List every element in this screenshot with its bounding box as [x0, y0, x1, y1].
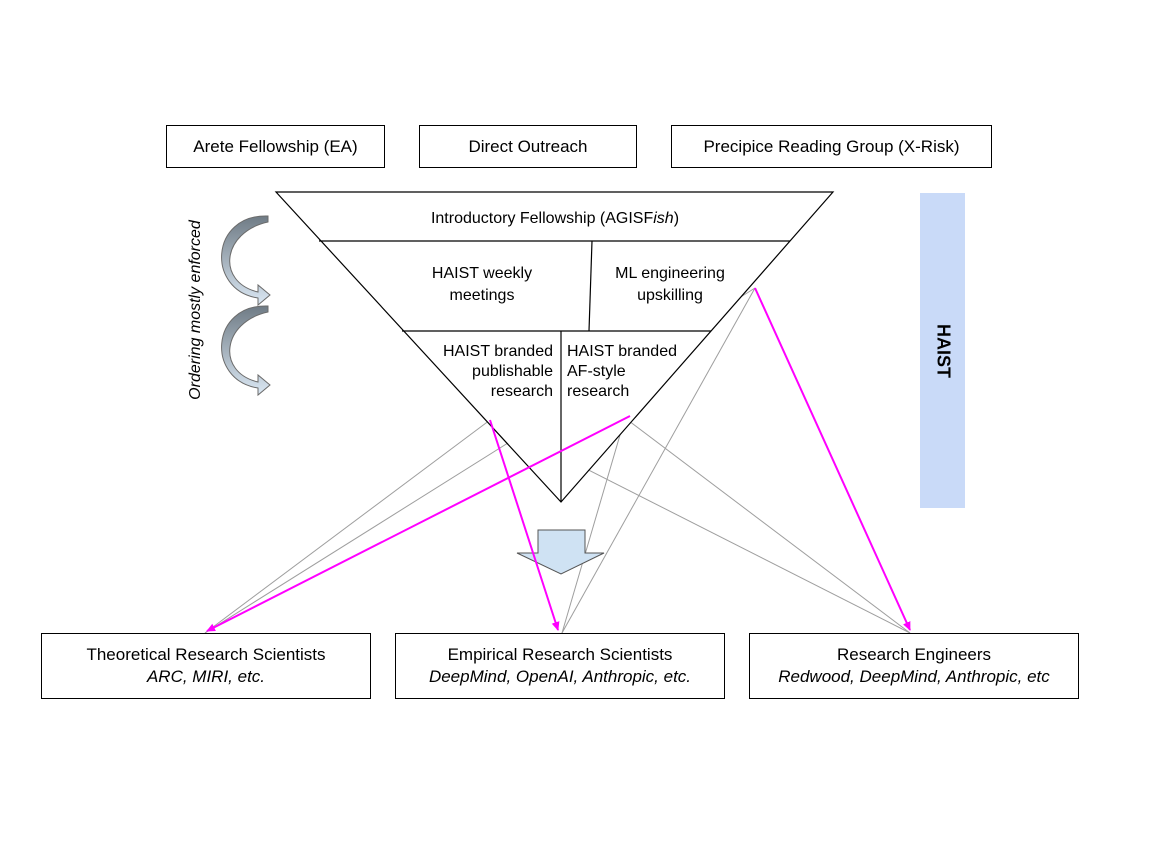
source-label: Precipice Reading Group (X-Risk) [703, 136, 960, 156]
funnel-outline [274, 191, 835, 503]
source-label: Arete Fellowship (EA) [193, 136, 358, 156]
destination-examples: DeepMind, OpenAI, Anthropic, etc. [428, 667, 692, 686]
ordering-label: Ordering mostly enforced [187, 220, 204, 400]
destination-examples: ARC, MIRI, etc. [146, 667, 266, 686]
source-box-direct-outreach: Direct Outreach [419, 125, 637, 168]
ml-upskilling-label: ML engineering upskilling [615, 265, 725, 304]
publishable-research-label: HAIST branded publishable research [443, 343, 553, 400]
destination-box-theoretical: Theoretical Research Scientists ARC, MIR… [41, 633, 371, 699]
haist-label: HAIST [933, 323, 953, 378]
magenta-arrow [206, 415, 631, 632]
gray-line [624, 417, 911, 634]
magenta-arrows [206, 287, 911, 632]
af-style-research-label: HAIST branded AF-style research [567, 343, 677, 400]
curved-arrow-icon [221, 305, 271, 397]
haist-weekly-meetings-label: HAIST weekly meetings [431, 265, 533, 304]
destination-box-engineers: Research Engineers Redwood, DeepMind, An… [749, 633, 1079, 699]
gray-line [561, 417, 626, 634]
source-box-precipice: Precipice Reading Group (X-Risk) [671, 125, 992, 168]
gray-line [204, 419, 491, 634]
intro-fellowship-label: Introductory Fellowship (AGISFish) [430, 210, 680, 227]
gray-line [561, 287, 756, 634]
down-arrow-icon [516, 529, 605, 575]
destination-title: Empirical Research Scientists [447, 645, 673, 664]
magenta-arrow [489, 419, 560, 631]
destination-title: Research Engineers [836, 645, 992, 664]
destination-examples: Redwood, DeepMind, Anthropic, etc [778, 667, 1050, 686]
funnel [274, 191, 835, 503]
haist-side-bar: HAIST [920, 193, 965, 508]
source-box-arete: Arete Fellowship (EA) [166, 125, 385, 168]
curved-arrow-icon [221, 215, 271, 307]
source-label: Direct Outreach [468, 136, 588, 156]
destination-box-empirical: Empirical Research Scientists DeepMind, … [395, 633, 725, 699]
destination-title: Theoretical Research Scientists [86, 645, 326, 664]
magenta-arrow [754, 287, 911, 631]
funnel-split-upper [588, 240, 593, 332]
